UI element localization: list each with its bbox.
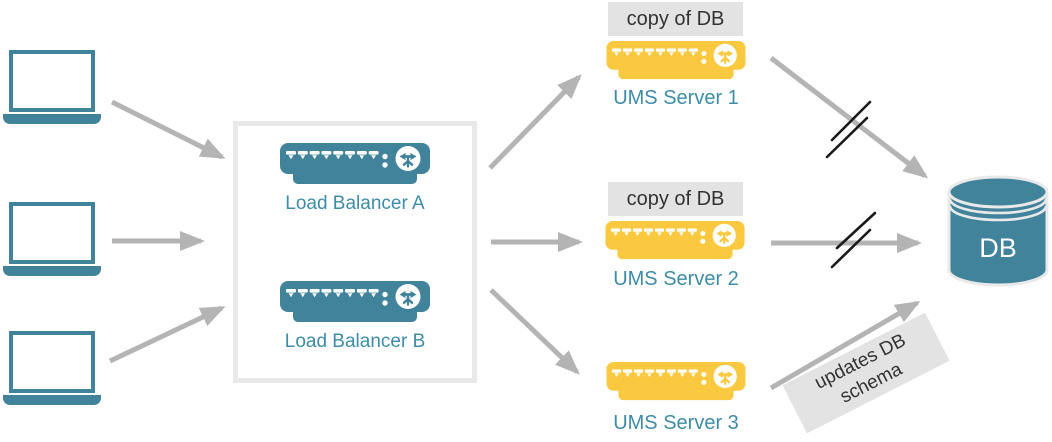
broken-link-slash-ums2 bbox=[830, 228, 872, 269]
arrow-client3-to-loadbalancers bbox=[108, 305, 226, 364]
ums-server-1-label: UMS Server 1 bbox=[613, 87, 739, 109]
broken-link-slash-ums2 bbox=[835, 211, 877, 250]
load-balancer-a-server-icon bbox=[280, 143, 430, 185]
laptop-icon bbox=[3, 50, 101, 124]
database-cylinder-icon: DB bbox=[947, 175, 1049, 287]
updates-db-schema-note: updates DB schema bbox=[782, 312, 950, 434]
ums-server-3-label: UMS Server 3 bbox=[613, 412, 739, 434]
ums-server-2-icon bbox=[605, 221, 745, 260]
load-balancer-group-box bbox=[233, 121, 477, 383]
ums-server-1-icon bbox=[606, 41, 746, 80]
database-label: DB bbox=[979, 233, 1017, 263]
ums2-copy-of-db-badge: copy of DB bbox=[608, 182, 743, 216]
arrow-ums1-to-db bbox=[769, 56, 929, 179]
ums-server-3-icon bbox=[606, 362, 746, 401]
load-balancer-b-label: Load Balancer B bbox=[284, 331, 426, 352]
load-balancer-a-label: Load Balancer A bbox=[285, 193, 425, 214]
broken-link-slash-ums1 bbox=[825, 116, 869, 159]
ums1-copy-of-db-badge: copy of DB bbox=[608, 2, 743, 36]
laptop-icon bbox=[3, 202, 101, 276]
arrow-client1-to-loadbalancers bbox=[110, 99, 226, 160]
ums-server-2-label: UMS Server 2 bbox=[613, 268, 739, 290]
load-balancer-b-server-icon bbox=[280, 281, 430, 323]
arrow-lb-to-ums3 bbox=[489, 288, 580, 375]
arrow-lb-to-ums1 bbox=[488, 74, 582, 170]
laptop-icon bbox=[3, 331, 101, 405]
broken-link-slash-ums1 bbox=[830, 100, 872, 142]
